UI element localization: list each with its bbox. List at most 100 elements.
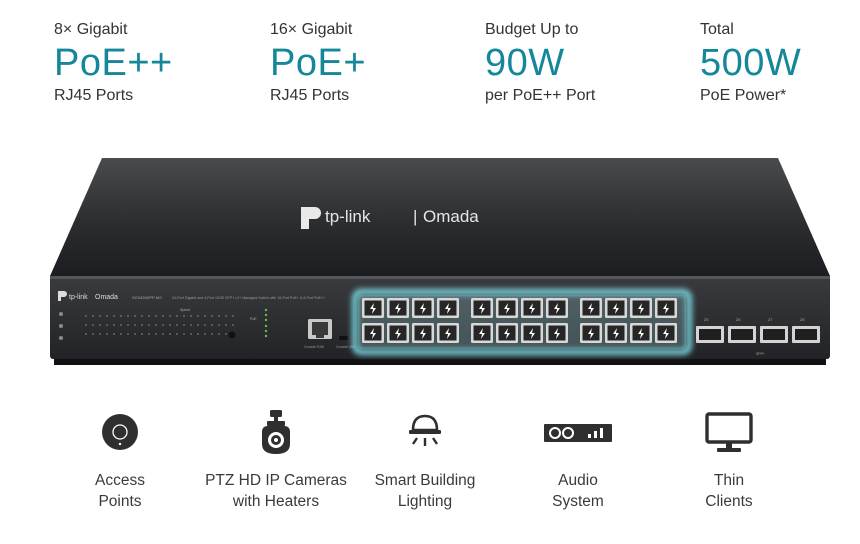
front-logo-sub: Omada [95,294,118,301]
rj45-port [437,298,459,318]
status-led [92,315,94,317]
rj45-port [387,323,409,343]
app-label-line1: Audio [558,472,598,489]
status-led [127,324,129,326]
app-smart-lighting: Smart Building Lighting [340,408,510,512]
status-led [176,333,178,335]
status-led [204,333,206,335]
spec-poe-plus: 16× Gigabit PoE+ RJ45 Ports [270,20,366,106]
rj45-port [521,298,543,318]
status-led [225,324,227,326]
sfp-port-number: 25 [704,317,709,322]
status-led [155,324,157,326]
status-led [99,324,101,326]
status-led [204,315,206,317]
status-led [134,315,136,317]
status-led [162,315,164,317]
speed-label: Speed [180,308,190,312]
rj45-port [496,298,518,318]
rj45-port [630,323,652,343]
status-led [218,333,220,335]
status-led [197,324,199,326]
status-led [85,324,87,326]
status-led [211,315,213,317]
top-logo-sub: Omada [423,207,479,226]
sfp-port: 25 [696,317,724,343]
model-number: SG3428XPP-M2 [132,295,162,300]
app-label-line2: Lighting [397,493,453,510]
spec-pre-text: 8× Gigabit [54,21,128,38]
app-label-line2: System [552,493,604,510]
status-led [85,333,87,335]
status-led [232,324,234,326]
spec-post-text: RJ45 Ports [54,87,134,104]
status-led [183,324,185,326]
thin-client-icon [705,412,753,452]
rj45-port [437,323,459,343]
spec-headline: 90W [485,42,565,84]
app-thin-clients: Thin Clients [644,408,814,512]
spec-budget: Budget Up to 90W per PoE++ Port [485,20,595,106]
rj45-port [546,298,568,318]
status-led [197,315,199,317]
status-led [120,324,122,326]
rj45-port [521,323,543,343]
status-led [162,333,164,335]
smart-lighting-icon [409,414,441,446]
status-led [134,333,136,335]
status-led [113,324,115,326]
status-led [211,324,213,326]
sfp-port-array: 25 26 27 28 [696,317,820,343]
front-logo: tp-link Omada SG3428XPP-M2 24-Port Gigab… [58,291,325,301]
led-panel: Speed PoE [59,308,268,340]
status-led [141,333,143,335]
app-label-line2: with Heaters [232,493,320,510]
status-led [148,315,150,317]
status-led [176,324,178,326]
app-label-line1: PTZ HD IP Cameras [205,472,347,489]
status-led [176,315,178,317]
status-led [218,315,220,317]
status-led [148,324,150,326]
app-label-line2: Clients [705,493,753,510]
status-led [106,333,108,335]
app-label-line1: Access [95,472,145,489]
spec-headline: PoE++ [54,42,173,84]
front-logo-icon [58,291,67,301]
status-led [85,315,87,317]
model-description: 24-Port Gigabit and 4-Port 10GE SFP+ L2+… [172,296,325,300]
rj45-port [580,298,602,318]
rj45-port [580,323,602,343]
status-led [169,315,171,317]
spec-pre-text: Budget Up to [485,21,579,38]
top-logo: tp-link | Omada [301,207,479,229]
app-label-line1: Thin [713,472,745,489]
sfp-port: 27 [760,317,788,343]
app-ptz-cameras: PTZ HD IP Cameras with Heaters [191,408,361,512]
svg-text:|: | [413,207,417,226]
status-led [134,324,136,326]
status-led [141,324,143,326]
switch-top-panel [50,158,830,276]
app-audio-system: Audio System [493,408,663,512]
status-led [197,333,199,335]
sfp-port: 26 [728,317,756,343]
status-led [225,333,227,335]
status-led [211,333,213,335]
sfp-port-number: 26 [736,317,741,322]
status-led [155,315,157,317]
status-led [183,333,185,335]
status-led [99,333,101,335]
app-label-line2: Points [98,493,142,510]
rj45-port [655,323,677,343]
status-led [169,333,171,335]
rj45-port-array [362,298,677,343]
status-led [127,315,129,317]
spec-poe-plus-plus: 8× Gigabit PoE++ RJ45 Ports [54,20,173,106]
status-led [232,315,234,317]
status-led [120,315,122,317]
spec-pre-text: 16× Gigabit [270,21,353,38]
sfp-port-number: 28 [800,317,805,322]
sfp-port: 28 [792,317,820,343]
spec-post-text: PoE Power* [700,87,787,104]
